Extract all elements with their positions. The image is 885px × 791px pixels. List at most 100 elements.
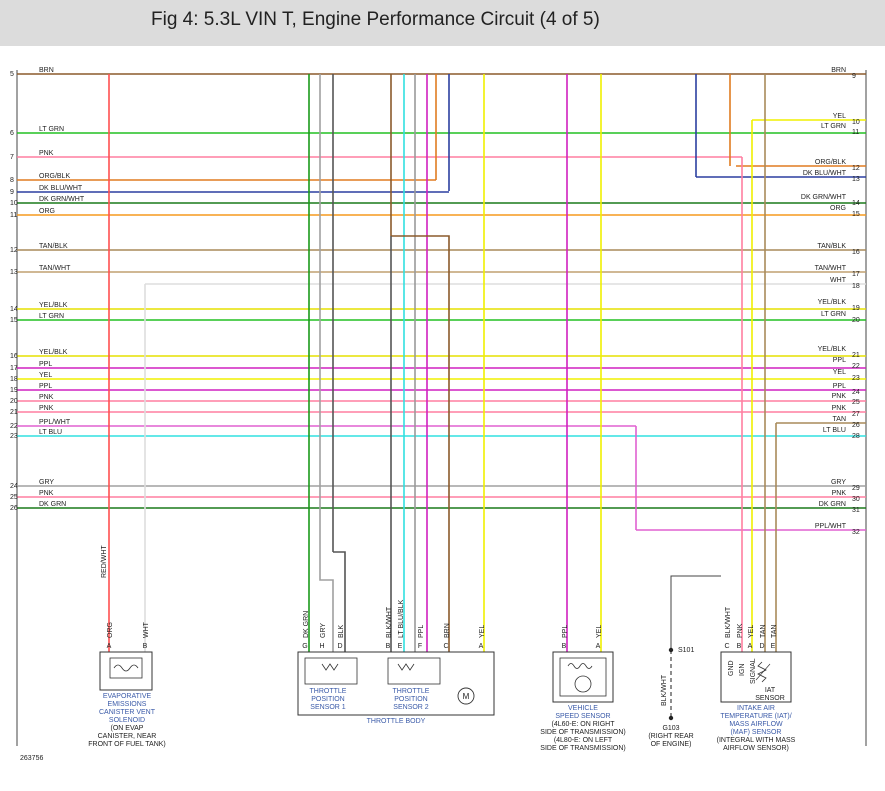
row-num-right-10: 19 xyxy=(852,305,860,312)
maf-inner-signal: SIGNAL xyxy=(750,658,757,684)
figure-header: Fig 4: 5.3L VIN T, Engine Performance Ci… xyxy=(0,0,885,46)
row-num-left-5: 5 xyxy=(10,71,14,78)
pin-throttle_body-7: A xyxy=(479,643,484,650)
pin-wire-throttle_body-4: LT BLU/BLK xyxy=(398,599,405,638)
wire-label-right-0: BRN xyxy=(831,67,846,74)
row-num-right-21: 30 xyxy=(852,496,860,503)
vss-note-3: SIDE OF TRANSMISSION) xyxy=(540,745,625,752)
motor-icon: M xyxy=(463,692,470,701)
evap-name-2: CANISTER VENT xyxy=(99,709,156,716)
tps1-name-0: THROTTLE xyxy=(310,688,347,695)
vss-name-1: SPEED SENSOR xyxy=(555,713,610,720)
pin-wire-maf-0: BLK/WHT xyxy=(725,606,732,638)
maf-inner-gnd: GND xyxy=(728,660,735,676)
pin-evap-1: B xyxy=(143,643,148,650)
throttle-body-name: THROTTLE BODY xyxy=(367,718,426,725)
row-num-right-19: 28 xyxy=(852,433,860,440)
row-num-left-26: 26 xyxy=(10,505,18,512)
row-num-left-19: 19 xyxy=(10,387,18,394)
pin-throttle_body-1: H xyxy=(319,643,324,650)
maf-name-0: INTAKE AIR xyxy=(737,705,775,712)
row-num-left-25: 25 xyxy=(10,494,18,501)
pin-wire-throttle_body-5: PPL xyxy=(418,625,425,638)
evap-note-1: CANISTER, NEAR xyxy=(98,733,157,740)
wire-label-left-12: PPL xyxy=(39,361,52,368)
row-num-right-6: 15 xyxy=(852,211,860,218)
pin-wire-throttle_body-0: DK GRN xyxy=(303,611,310,638)
throttle-body: M THROTTLE POSITION SENSOR 1 THROTTLE PO… xyxy=(297,651,495,725)
pin-throttle_body-3: B xyxy=(386,643,391,650)
row-num-left-6: 6 xyxy=(10,130,14,137)
pin-evap-0: A xyxy=(107,643,112,650)
row-num-right-8: 17 xyxy=(852,271,860,278)
wire-label-left-4: DK BLU/WHT xyxy=(39,185,83,192)
row-num-right-22: 31 xyxy=(852,507,860,514)
wire-label-left-2: PNK xyxy=(39,150,54,157)
wire-label-left-10: LT GRN xyxy=(39,313,64,320)
wire-label-right-11: LT GRN xyxy=(821,311,846,318)
vss-name-0: VEHICLE xyxy=(568,705,598,712)
row-num-right-15: 24 xyxy=(852,389,860,396)
ground-wire-label: BLK/WHT xyxy=(661,674,668,706)
ground-note-1: OF ENGINE) xyxy=(651,741,692,748)
wire-label-left-11: YEL/BLK xyxy=(39,349,68,356)
pin-vss-1: A xyxy=(596,643,601,650)
diagram-border xyxy=(16,70,867,746)
maf-note-0: (INTEGRAL WITH MASS xyxy=(717,737,796,744)
row-num-left-18: 18 xyxy=(10,376,18,383)
vss-note-1: SIDE OF TRANSMISSION) xyxy=(540,729,625,736)
pin-wire-maf-3: TAN xyxy=(760,625,767,638)
wire-label-left-13: YEL xyxy=(39,372,52,379)
wire-label-right-9: WHT xyxy=(830,277,847,284)
evap-solenoid: EVAPORATIVE EMISSIONS CANISTER VENT SOLE… xyxy=(88,651,166,748)
row-num-right-13: 22 xyxy=(852,363,860,370)
maf-name-1: TEMPERATURE (IAT)/ xyxy=(720,713,791,720)
row-num-right-12: 21 xyxy=(852,352,860,359)
vss-note-2: (4L80-E: ON LEFT xyxy=(554,737,613,744)
pin-wire-maf-4: TAN xyxy=(771,625,778,638)
wire-label-left-3: ORG/BLK xyxy=(39,173,70,180)
row-num-left-24: 24 xyxy=(10,483,18,490)
pin-wire-maf-2: YEL xyxy=(748,625,755,638)
maf-note-1: AIRFLOW SENSOR) xyxy=(723,745,789,752)
figure-id: 263756 xyxy=(20,755,43,762)
pin-maf-1: B xyxy=(737,643,742,650)
row-num-right-7: 16 xyxy=(852,249,860,256)
ground-note-0: (RIGHT REAR xyxy=(648,733,693,740)
wire-label-left-5: DK GRN/WHT xyxy=(39,196,85,203)
pin-wire-throttle_body-7: YEL xyxy=(479,625,486,638)
pin-maf-3: D xyxy=(759,643,764,650)
row-num-left-8: 8 xyxy=(10,177,14,184)
gry-jog xyxy=(319,576,334,652)
pin-wire-throttle_body-2: BLK xyxy=(338,624,345,638)
row-num-left-22: 22 xyxy=(10,423,18,430)
pin-wire-throttle_body-6: BRN xyxy=(444,623,451,638)
evap-name-0: EVAPORATIVE xyxy=(103,693,152,700)
evap-note-2: FRONT OF FUEL TANK) xyxy=(88,741,166,748)
pin-wire-evap-1: WHT xyxy=(143,621,150,638)
row-num-right-5: 14 xyxy=(852,200,860,207)
row-num-right-18: 26 xyxy=(852,422,860,429)
row-num-left-10: 10 xyxy=(10,200,18,207)
pin-vss-0: B xyxy=(562,643,567,650)
wire-label-left-17: PPL/WHT xyxy=(39,419,71,426)
pin-wire-throttle_body-3: BLK/WHT xyxy=(386,606,393,638)
tps1-name-1: POSITION xyxy=(311,696,344,703)
wire-label-right-15: PPL xyxy=(833,383,846,390)
row-num-left-11: 11 xyxy=(10,212,17,219)
pin-throttle_body-2: D xyxy=(337,643,342,650)
wire-label-right-16: PNK xyxy=(832,393,847,400)
tps2-name-2: SENSOR 2 xyxy=(393,704,429,711)
row-num-right-16: 25 xyxy=(852,399,860,406)
wire-label-left-21: DK GRN xyxy=(39,501,66,508)
evap-name-3: SOLENOID xyxy=(109,717,145,724)
wire-label-right-21: PNK xyxy=(832,490,847,497)
evap-name-1: EMISSIONS xyxy=(108,701,147,708)
wire-label-right-19: LT BLU xyxy=(823,427,846,434)
wire-label-right-17: PNK xyxy=(832,405,847,412)
row-num-right-9: 18 xyxy=(852,283,860,290)
pin-throttle_body-0: G xyxy=(302,643,307,650)
row-num-left-21: 21 xyxy=(10,409,18,416)
